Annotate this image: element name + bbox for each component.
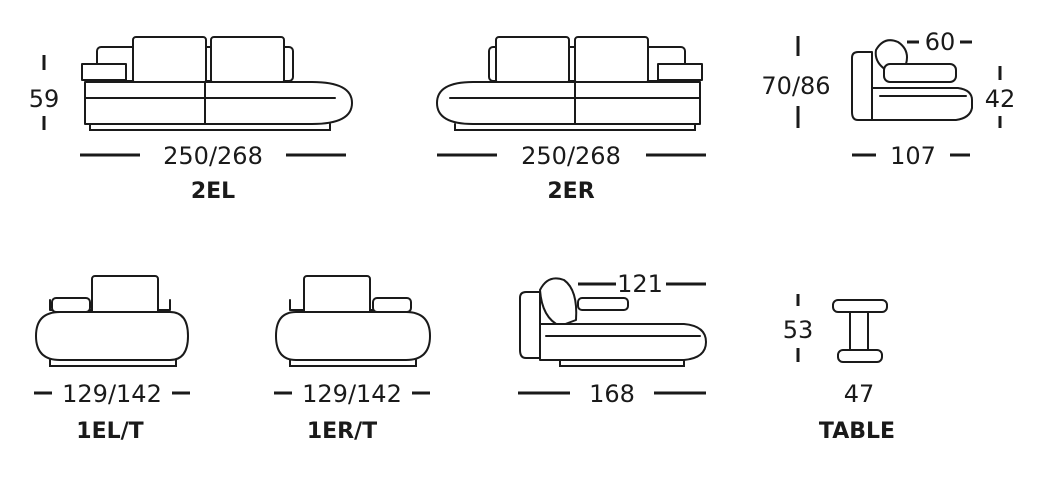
headrest-cushion [539, 277, 578, 327]
sofa-2el-width-dimension: 250/268 [163, 142, 263, 170]
table-stem [849, 311, 869, 351]
chaise-1ert-model-label: 1ER/T [307, 419, 377, 444]
armrest-bolster [372, 297, 412, 313]
plinth [289, 359, 417, 367]
seat-base [35, 311, 189, 361]
chaise-1elt-width-dimension: 129/142 [62, 380, 162, 408]
armrest-bolster [51, 297, 91, 313]
chaise-side-top-depth-dimension: 121 [617, 270, 663, 298]
plinth [89, 123, 331, 131]
backrest-side [851, 51, 873, 121]
back-cushion [132, 36, 207, 84]
plinth [454, 123, 696, 131]
chaise-1elt-drawing [35, 275, 189, 367]
chaise-1elt-model-label: 1EL/T [76, 419, 143, 444]
seat-side [539, 323, 707, 361]
armrest [657, 63, 703, 81]
table-base [837, 349, 883, 363]
headrest-cushion [874, 39, 908, 71]
sofa-side-view-drawing [851, 39, 973, 121]
chaise-1ert-width-dimension: 129/142 [302, 380, 402, 408]
sofa-2el-drawing [81, 36, 353, 131]
back-cushion [495, 36, 570, 84]
chaise-side-view-drawing [519, 277, 707, 367]
plinth [559, 359, 685, 367]
armrest [81, 63, 127, 81]
armrest-side [883, 63, 957, 83]
plinth [49, 359, 177, 367]
sofa-2er-width-dimension: 250/268 [521, 142, 621, 170]
table-width-dimension: 47 [844, 380, 875, 408]
side-height-dimension: 70/86 [761, 72, 830, 100]
side-seat-height-dimension: 42 [985, 85, 1016, 113]
chaise-side-depth-dimension: 168 [589, 380, 635, 408]
sofa-2er-drawing [436, 36, 703, 131]
table-top [832, 299, 888, 313]
side-depth-dimension: 107 [890, 142, 936, 170]
seat-base [436, 81, 701, 125]
sofa-2el-model-label: 2EL [191, 179, 235, 204]
chaise-1ert-drawing [275, 275, 431, 367]
sofa-2er-model-label: 2ER [547, 179, 594, 204]
table-height-dimension: 53 [783, 316, 814, 344]
seat-base [84, 81, 353, 125]
back-cushion [210, 36, 285, 84]
back-cushion [574, 36, 649, 84]
side-top-depth-dimension: 60 [925, 28, 956, 56]
seat-base [275, 311, 431, 361]
table-drawing [832, 299, 888, 363]
table-model-label: TABLE [819, 419, 895, 444]
backrest-side [519, 291, 541, 359]
armrest-side [577, 297, 629, 311]
seat-side [871, 87, 973, 121]
sofa-2el-height-dimension: 59 [29, 85, 60, 113]
